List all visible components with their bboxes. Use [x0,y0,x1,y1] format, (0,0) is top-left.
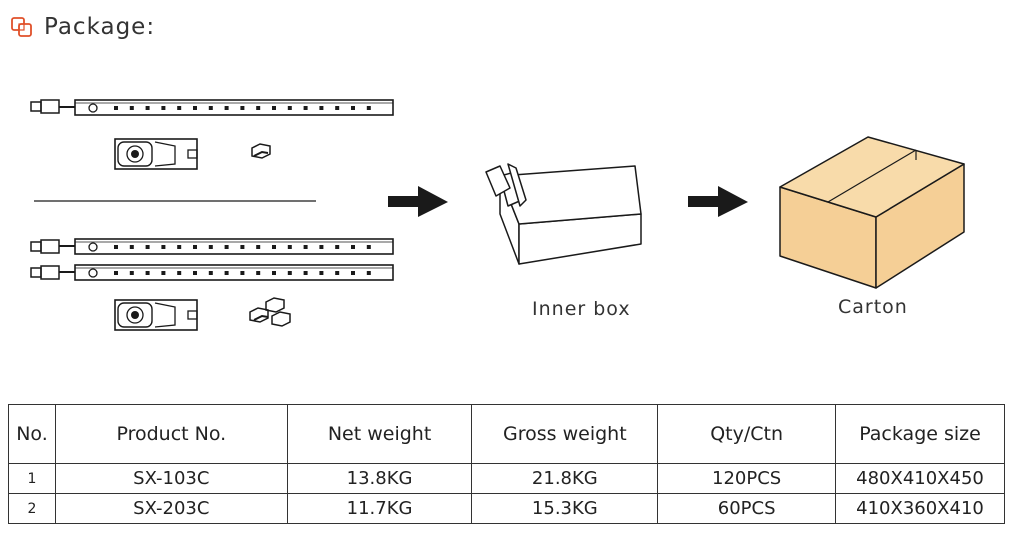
mounting-clip-icon [249,297,291,327]
package-illustration [30,99,965,331]
column-header-net-weight: Net weight [286,404,473,464]
title-text: Package: [44,14,156,40]
cell-net-weight: 13.8KG [286,463,473,494]
arrow-right-icon [688,186,748,217]
led-dot [335,271,340,275]
cell-product-no: SX-103C [54,463,288,494]
cell-package-size: 480X410X450 [835,463,1005,494]
column-header-gross-weight: Gross weight [471,404,659,464]
led-dot [193,245,197,249]
cell-package-size: 410X360X410 [835,493,1005,524]
cell-gross-weight: 15.3KG [471,493,659,524]
page-title: Package: [10,14,155,40]
carton-label: Carton [838,296,908,318]
led-dot [193,106,197,110]
led-dots [114,106,371,110]
led-dot [366,271,371,275]
inner-box-illustration [485,163,642,265]
cell-gross-weight: 21.8KG [471,463,659,494]
led-dot [256,106,261,110]
led-dot [208,106,213,110]
led-dot [114,106,118,110]
table-row: 2 SX-203C 11.7KG 15.3KG 60PCS 410X360X41… [8,493,1005,524]
led-dot [287,106,292,110]
led-dot [145,106,150,110]
led-dot [366,245,371,249]
led-dot [114,271,118,275]
led-dot [335,106,340,110]
led-dots [114,271,371,275]
led-dot [240,106,245,110]
led-dot [161,271,166,275]
led-dot [256,245,261,249]
led-dot [177,271,182,275]
led-dot [145,271,150,275]
led-dot [224,106,229,110]
cell-product-no: SX-203C [54,493,288,524]
package-overlap-icon [11,17,32,37]
led-dot [335,245,340,249]
usb-plug-icon [30,265,75,280]
led-dot [272,106,276,110]
column-header-package-size: Package size [835,404,1005,464]
led-dot [193,271,197,275]
led-dot [129,245,134,249]
led-dot [287,245,292,249]
led-dot [129,271,134,275]
control-box-icon [114,299,198,331]
column-header-qty-ctn: Qty/Ctn [657,404,837,464]
led-dot [114,245,118,249]
led-dot [303,271,308,275]
mounting-clip-icon [251,143,271,159]
led-dot [351,271,355,275]
led-dot [287,271,292,275]
led-dot [161,106,166,110]
led-dot [351,245,355,249]
led-dot [240,271,245,275]
led-dot [240,245,245,249]
table-row: 1 SX-103C 13.8KG 21.8KG 120PCS 480X410X4… [8,463,1005,494]
led-dot [319,106,324,110]
cell-net-weight: 11.7KG [286,493,473,524]
led-dot [272,245,276,249]
led-dot [303,245,308,249]
led-dot [145,245,150,249]
light-strip [74,264,394,281]
column-header-product-no: Product No. [54,404,288,464]
led-dot [224,245,229,249]
light-strip [74,99,394,116]
led-dot [161,245,166,249]
product-set-double [30,238,394,331]
led-dot [177,106,182,110]
led-dot [208,245,213,249]
led-dot [351,106,355,110]
led-dot [256,271,261,275]
led-dots [114,245,371,249]
light-strip [74,238,394,255]
led-dot [366,106,371,110]
cell-no: 2 [8,493,56,524]
led-dot [303,106,308,110]
column-header-no: No. [8,404,56,464]
led-dot [319,271,324,275]
cell-qty-ctn: 60PCS [657,493,837,524]
led-dot [224,271,229,275]
led-dot [319,245,324,249]
inner-box-label: Inner box [532,298,631,320]
package-spec-table: No. Product No. Net weight Gross weight … [8,404,1005,524]
carton-illustration [779,136,965,289]
led-dot [272,271,276,275]
usb-plug-icon [30,99,75,114]
arrow-right-icon [388,186,448,217]
cell-qty-ctn: 120PCS [657,463,837,494]
usb-plug-icon [30,239,75,254]
led-dot [177,245,182,249]
led-dot [208,271,213,275]
product-set-single [30,99,394,170]
control-box-icon [114,138,198,170]
led-dot [129,106,134,110]
cell-no: 1 [8,463,56,494]
table-header-row: No. Product No. Net weight Gross weight … [8,404,1005,464]
